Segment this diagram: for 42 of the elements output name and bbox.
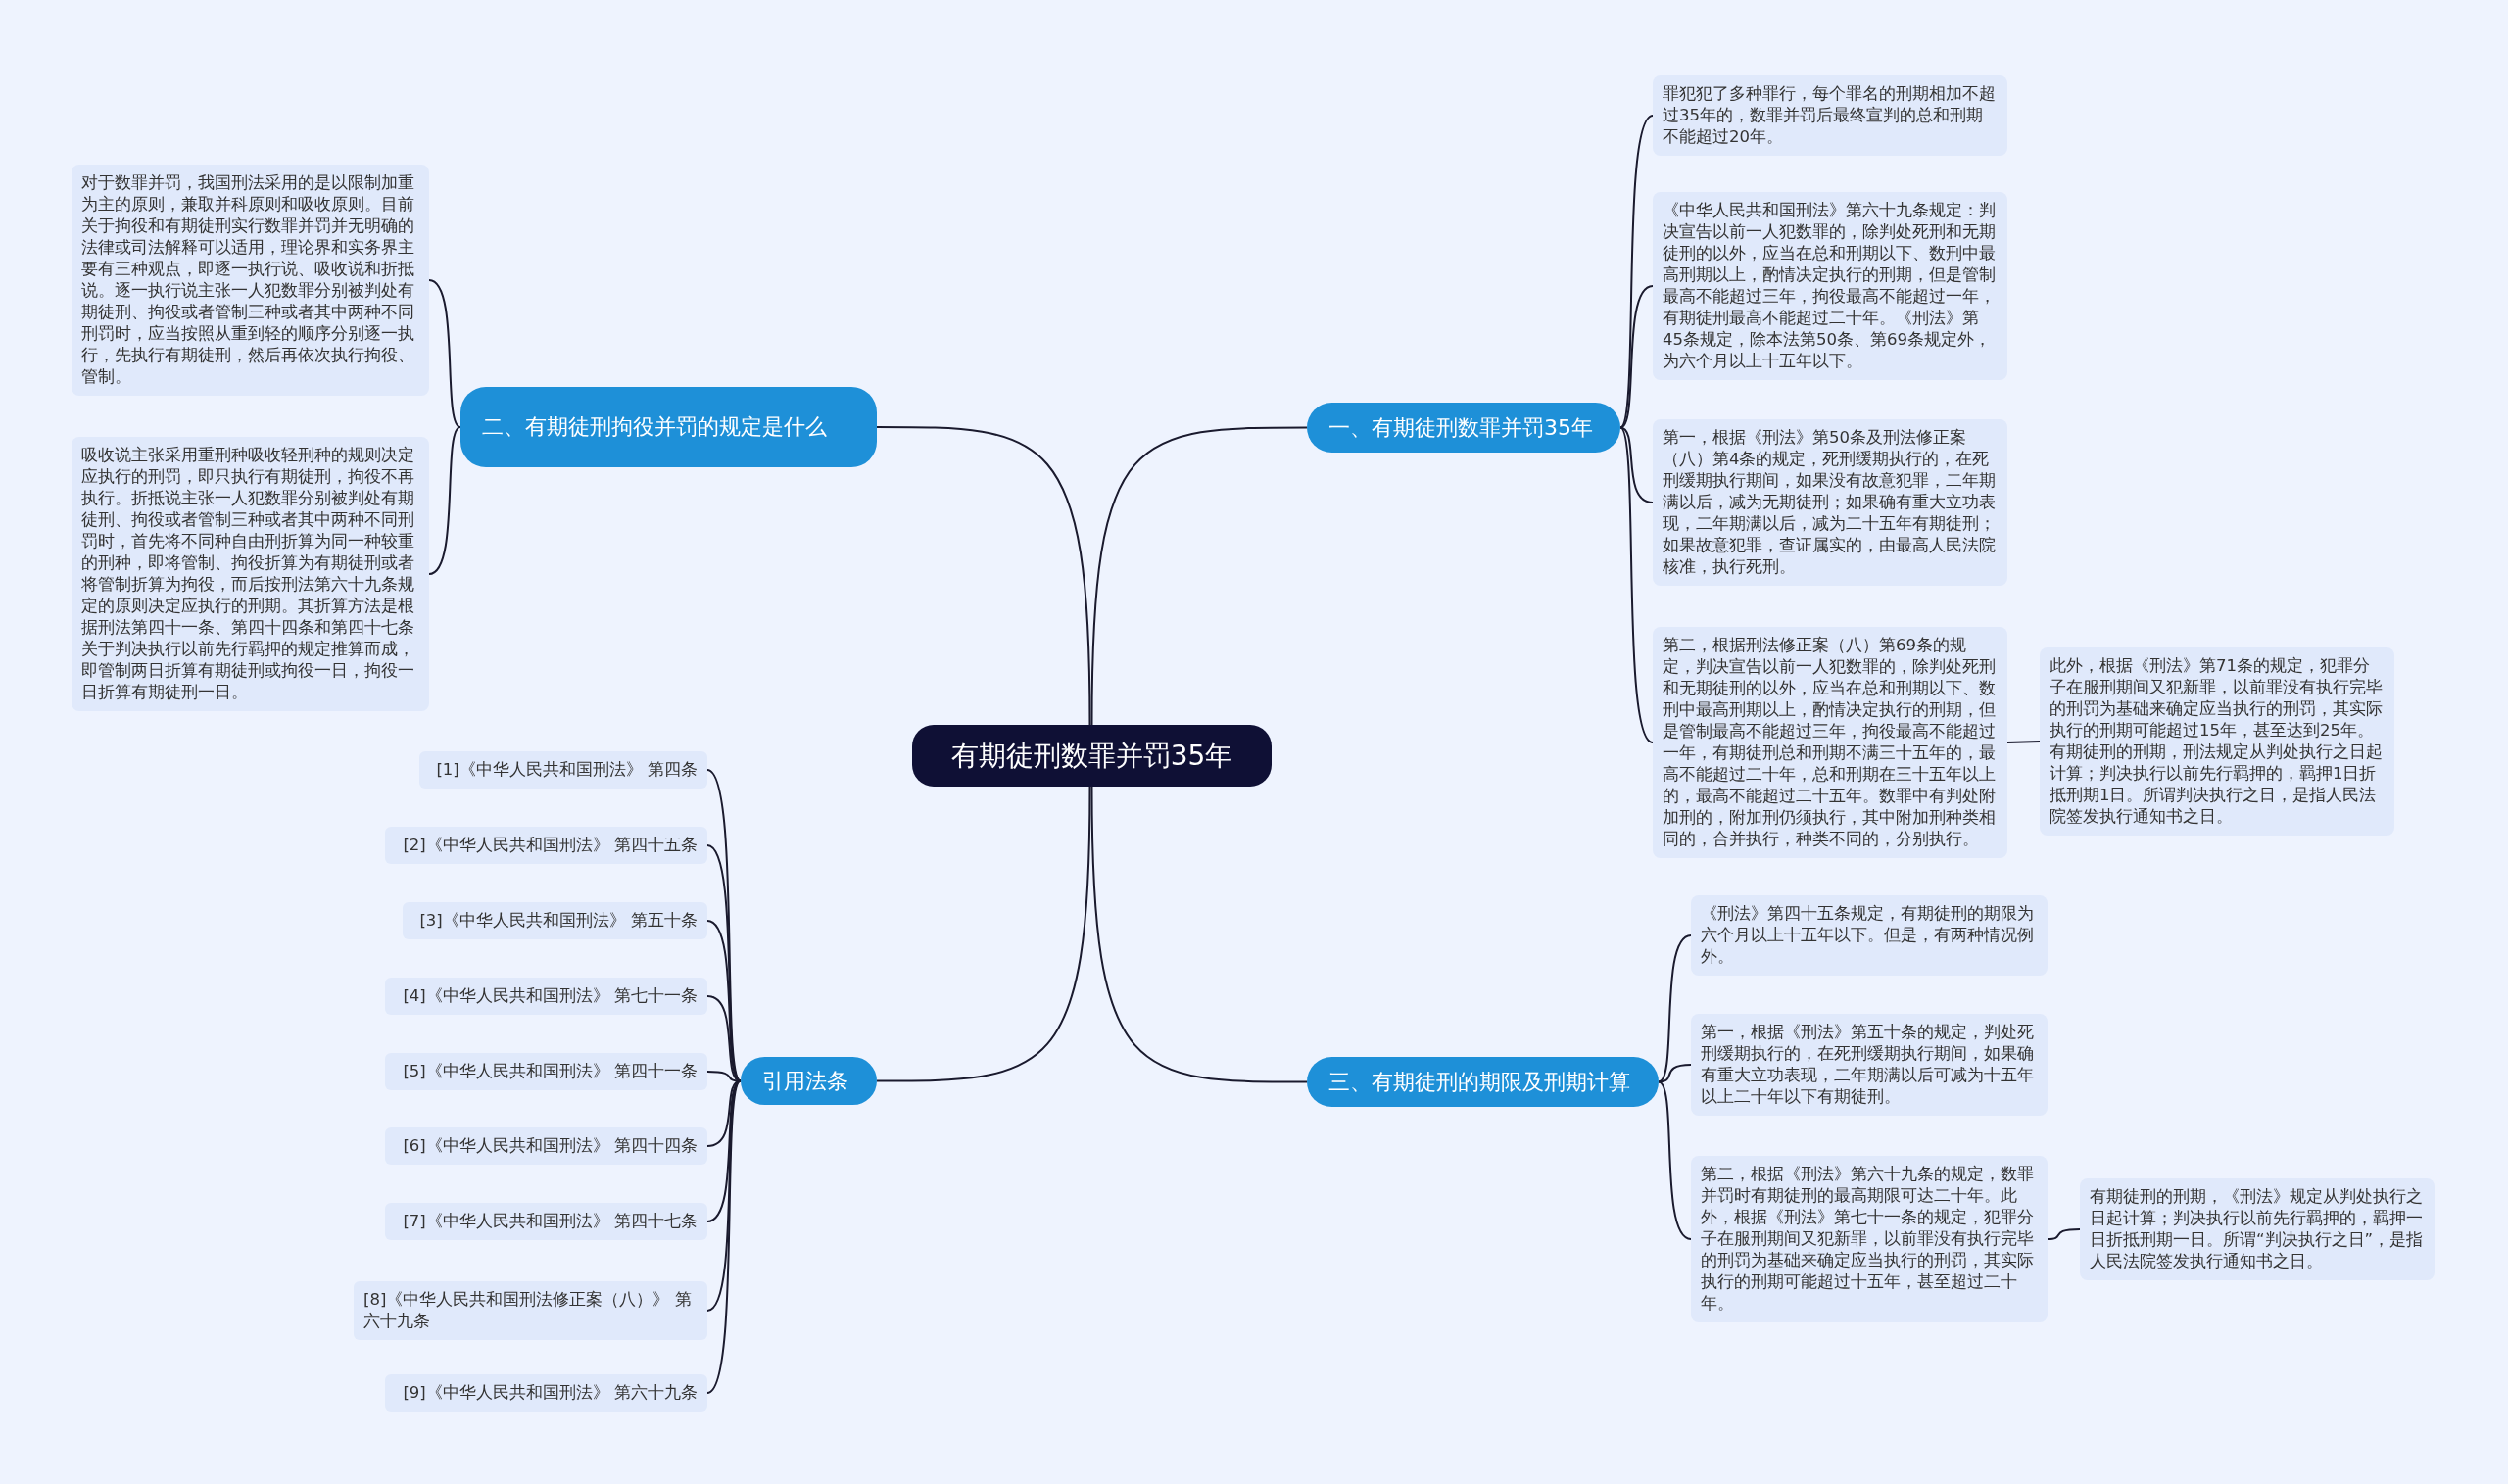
text-card: 第一，根据《刑法》第50条及刑法修正案（八）第4条的规定，死刑缓期执行的，在死刑缓期执行期间，如果没有故意犯罪，二年期满以后，减为无期徒刑；如果确有重大立功表现，二年期满以后，减为二十五年有期徒刑；如果故意犯罪，查证属实的，由最高人民法院核准，执行死刑。 xyxy=(1653,419,2007,586)
connector-line xyxy=(706,1079,742,1394)
branch-topic: 二、有期徒刑拘役并罚的规定是什么 xyxy=(460,387,877,467)
connector-line xyxy=(428,426,461,575)
connector-line xyxy=(2006,741,2041,743)
connector-line xyxy=(1619,285,1654,429)
connector-line xyxy=(1619,426,1654,743)
connector-line xyxy=(1090,786,1308,1083)
central-topic: 有期徒刑数罪并罚35年 xyxy=(912,725,1272,787)
citation-card: [8]《中华人民共和国刑法修正案（八）》 第六十九条 xyxy=(354,1281,707,1340)
connector-line xyxy=(1658,934,1692,1083)
branch-topic: 一、有期徒刑数罪并罚35年 xyxy=(1307,403,1620,453)
connector-line xyxy=(876,426,1091,726)
branch-topic: 引用法条 xyxy=(741,1057,877,1105)
citation-card: [9]《中华人民共和国刑法》 第六十九条 xyxy=(385,1374,707,1412)
connector-line xyxy=(1619,426,1654,503)
text-card: 第二，根据刑法修正案（八）第69条的规定，判决宣告以前一人犯数罪的，除判处死刑和无期徒刑的以外，应当在总和刑期以下、数刑中最高刑期以上，酌情决定执行的刑期，但是管制最高不能超过三年，拘役最高不能超过一年，有期徒刑总和刑期不满三十五年的，最高不能超过二十年，总和刑期在三十五年以上的，最高不能超过二十五年。数罪中有判处附加刑的，附加刑仍须执行，其中附加刑种类相同的，合并执行，种类不同的，分别执行。 xyxy=(1653,627,2007,858)
connector-line xyxy=(1658,1064,1692,1083)
connector-line xyxy=(1658,1080,1692,1240)
citation-card: [1]《中华人民共和国刑法》 第四条 xyxy=(419,751,707,789)
citation-card: [2]《中华人民共和国刑法》 第四十五条 xyxy=(385,827,707,864)
connector-line xyxy=(706,769,742,1082)
text-card: 此外，根据《刑法》第71条的规定，犯罪分子在服刑期间又犯新罪，以前罪没有执行完毕的刑罚为基础来确定应当执行的刑罚，其实际执行的刑期可能超过15年，甚至达到25年。有期徒刑的刑期，刑法规定从判处执行之日起计算；判决执行以前先行羁押的，羁押1日折抵刑期1日。所谓判决执行之日，是指人民法院签发执行通知书之日。 xyxy=(2040,647,2394,836)
citation-card: [6]《中华人民共和国刑法》 第四十四条 xyxy=(385,1127,707,1165)
text-card: 《刑法》第四十五条规定，有期徒刑的期限为六个月以上十五年以下。但是，有两种情况例外。 xyxy=(1691,895,2048,976)
citation-card: [3]《中华人民共和国刑法》 第五十条 xyxy=(403,902,707,939)
text-card: 第二，根据《刑法》第六十九条的规定，数罪并罚时有期徒刑的最高期限可达二十年。此外，根据《刑法》第七十一条的规定，犯罪分子在服刑期间又犯新罪，以前罪没有执行完毕的刑罚为基础来确定应当执行的刑罚，其实际执行的刑期可能超过十五年，甚至超过二十年。 xyxy=(1691,1156,2048,1322)
text-card: 吸收说主张采用重刑种吸收轻刑种的规则决定应执行的刑罚，即只执行有期徒刑，拘役不再执行。折抵说主张一人犯数罪分别被判处有期徒刑、拘役或者管制三种或者其中两种不同刑罚时，首先将不同种自由刑折算为同一种较重的刑种，即将管制、拘役折算为有期徒刑或者将管制折算为拘役，而后按刑法第六十九条规定的原则决定应执行的刑期。其折算方法是根据刑法第四十一条、第四十四条和第四十七条关于判决执行以前先行羁押的规定推算而成，即管制两日折算有期徒刑或拘役一日，拘役一日折算有期徒刑一日。 xyxy=(72,437,429,711)
citation-card: [5]《中华人民共和国刑法》 第四十一条 xyxy=(385,1053,707,1090)
connector-line xyxy=(876,786,1091,1082)
text-card: 第一，根据《刑法》第五十条的规定，判处死刑缓期执行的，在死刑缓期执行期间，如果确有重大立功表现，二年期满以后可减为十五年以上二十年以下有期徒刑。 xyxy=(1691,1014,2048,1116)
text-card: 对于数罪并罚，我国刑法采用的是以限制加重为主的原则，兼取并科原则和吸收原则。目前关于拘役和有期徒刑实行数罪并罚并无明确的法律或司法解释可以适用，理论界和实务界主要有三种观点，即逐一执行说、吸收说和折抵说。逐一执行说主张一人犯数罪分别被判处有期徒刑、拘役或者管制三种或者其中两种不同刑罚时，应当按照从重到轻的顺序分别逐一执行，先执行有期徒刑，然后再依次执行拘役、管制。 xyxy=(72,165,429,396)
connector-line xyxy=(2047,1228,2081,1240)
connector-line xyxy=(1619,115,1654,429)
text-card: 罪犯犯了多种罪行，每个罪名的刑期相加不超过35年的，数罪并罚后最终宣判的总和刑期不能超过20年。 xyxy=(1653,75,2007,156)
text-card: 《中华人民共和国刑法》第六十九条规定：判决宣告以前一人犯数罪的，除判处死刑和无期徒刑的以外，应当在总和刑期以下、数刑中最高刑期以上，酌情决定执行的刑期，但是管制最高不能超过三年，拘役最高不能超过一年，有期徒刑最高不能超过二十年。《刑法》第45条规定，除本法第50条、第69条规定外，为六个月以上十五年以下。 xyxy=(1653,192,2007,380)
citation-card: [7]《中华人民共和国刑法》 第四十七条 xyxy=(385,1203,707,1240)
connector-line xyxy=(428,279,461,428)
citation-card: [4]《中华人民共和国刑法》 第七十一条 xyxy=(385,978,707,1015)
connector-line xyxy=(1090,426,1308,726)
branch-topic: 三、有期徒刑的期限及刑期计算 xyxy=(1307,1057,1659,1107)
text-card: 有期徒刑的刑期，《刑法》规定从判处执行之日起计算；判决执行以前先行羁押的，羁押一日折抵刑期一日。所谓“判决执行之日”，是指人民法院签发执行通知书之日。 xyxy=(2080,1178,2435,1280)
